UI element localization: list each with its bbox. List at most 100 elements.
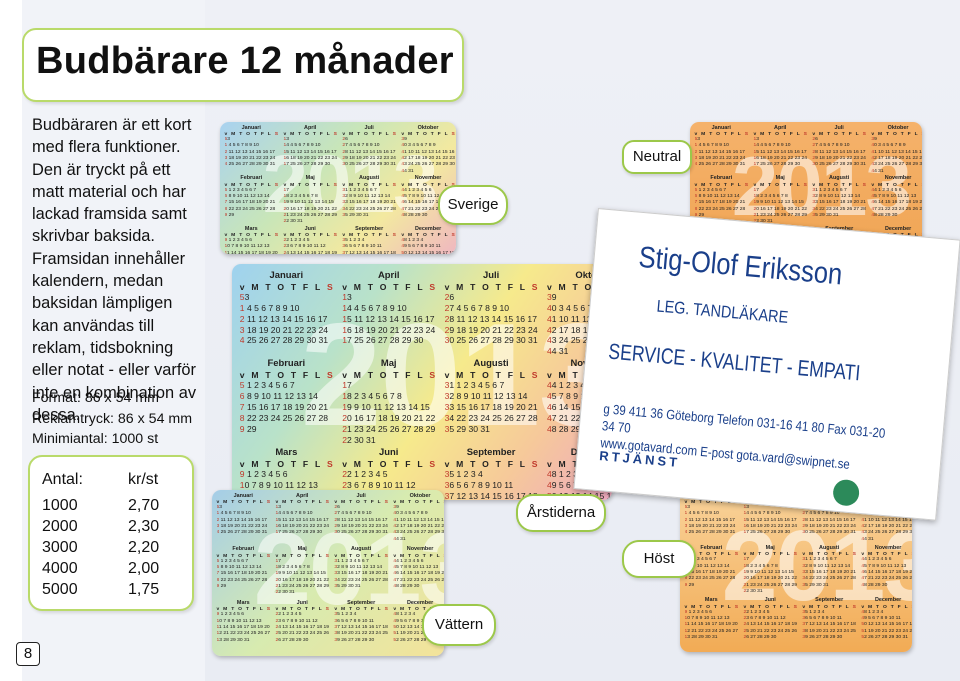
weekday-label: T xyxy=(416,182,420,188)
month-name: Augusti xyxy=(351,546,372,553)
weekday-label: S xyxy=(734,604,738,610)
weekday-label: S xyxy=(852,552,856,558)
week-row: 1 4 5 6 7 8 9 10 xyxy=(239,302,300,313)
weekday-label: v xyxy=(275,500,279,506)
weekday-label: O xyxy=(246,132,250,138)
weekday-label: F xyxy=(319,182,323,188)
week-row: 18 2 3 4 5 6 7 8 xyxy=(275,564,310,570)
week-row: 42 17 18 19 20 21 22 23 xyxy=(546,324,612,335)
weekday-label: v xyxy=(743,604,747,610)
weekday-label: F xyxy=(720,552,724,558)
week-row: 41 10 11 12 13 14 15 16 xyxy=(861,517,912,523)
month-name: April xyxy=(774,124,787,131)
week-row: 9 1 2 3 4 5 6 xyxy=(216,612,244,618)
week-row: 24 13 14 15 16 17 18 19 xyxy=(283,250,337,254)
weekday-label: T xyxy=(831,552,835,558)
quantity-header: Antal: xyxy=(42,471,83,488)
weekday-label: T xyxy=(699,604,703,610)
weekday-label: M xyxy=(349,182,354,188)
week-row: 8 22 23 24 25 26 27 28 xyxy=(224,206,276,212)
weekday-label: L xyxy=(444,233,448,239)
weekday-label: O xyxy=(364,132,368,138)
label-vattern: Vättern xyxy=(422,604,496,646)
weekday-label: F xyxy=(897,604,901,610)
weekday-label: M xyxy=(877,132,883,138)
weekday-label: T xyxy=(408,500,412,506)
week-row: 20 16 17 18 19 20 21 22 xyxy=(753,206,807,212)
intro-text: Budbäraren är ett kort med flera funktio… xyxy=(32,116,197,424)
weekday-label: F xyxy=(437,233,441,239)
weekday-label: M xyxy=(456,370,464,381)
week-row: 31 1 2 3 4 5 6 7 xyxy=(342,187,377,193)
week-row: 21 23 24 25 26 27 28 29 xyxy=(743,582,797,588)
weekday-label: O xyxy=(379,459,387,470)
weekday-label: L xyxy=(318,553,322,559)
weekday-label: v xyxy=(239,281,245,292)
week-row: 40 3 4 5 6 7 8 9 xyxy=(401,143,436,149)
ad-print-line: Reklamtryck: 86 x 54 mm xyxy=(32,410,193,427)
week-row: 3 18 19 20 21 22 23 24 xyxy=(216,524,268,530)
weekday-label: O xyxy=(238,553,242,559)
month-name: December xyxy=(874,597,902,604)
week-row: 16 18 19 20 21 22 23 24 xyxy=(753,156,807,162)
weekday-label: F xyxy=(838,552,842,558)
weekday-label: T xyxy=(470,281,476,292)
week-row: 23 6 7 8 9 10 11 12 xyxy=(342,480,416,491)
week-row: 42 17 18 19 20 21 22 23 xyxy=(861,524,912,530)
week-row: 28 11 12 13 14 15 16 17 xyxy=(812,149,866,155)
month-name: September xyxy=(466,446,516,458)
label-host: Höst xyxy=(622,540,696,578)
week-row: 44 1 2 3 4 5 6 xyxy=(546,380,600,391)
weekday-label: F xyxy=(507,281,513,292)
week-row: 1 4 5 6 7 8 9 10 xyxy=(694,143,729,149)
weekday-label: L xyxy=(914,182,918,188)
weekday-label: M xyxy=(231,132,236,138)
month-name: Mars xyxy=(236,599,250,606)
month-name: September xyxy=(355,225,384,232)
weekday-label: T xyxy=(817,604,821,610)
weekday-label: T xyxy=(495,281,501,292)
week-row: 17 xyxy=(743,557,749,563)
weekday-label: T xyxy=(290,500,294,506)
weekday-label: F xyxy=(897,552,901,558)
week-row: 22 1 2 3 4 5 xyxy=(283,238,310,244)
weekday-label: T xyxy=(709,182,713,188)
week-row: 21 23 24 25 26 27 28 29 xyxy=(342,424,436,435)
weekday-label: O xyxy=(834,132,838,138)
week-row: 36 5 6 7 8 9 10 11 xyxy=(334,618,374,624)
month-name: Mars xyxy=(704,597,718,604)
week-row: 4 25 26 27 28 29 30 31 xyxy=(216,530,268,536)
weekday-label: T xyxy=(900,182,904,188)
weekday-label: T xyxy=(312,233,316,239)
weekday-label: O xyxy=(297,607,301,613)
month-name: April xyxy=(304,124,317,131)
card-role: LEG. TANDLÄKARE xyxy=(655,296,789,327)
week-row: 3 18 19 20 21 22 23 24 xyxy=(224,156,276,162)
weekday-label: v xyxy=(694,132,698,138)
weekday-label: S xyxy=(333,182,337,188)
week-row: 17 25 26 27 28 29 30 xyxy=(342,335,424,346)
week-row: 3 18 19 20 21 22 23 24 xyxy=(684,524,736,530)
weekday-label: F xyxy=(405,370,411,381)
weekday-label: T xyxy=(245,607,249,613)
weekday-label: T xyxy=(876,604,880,610)
weekday-label: O xyxy=(277,370,285,381)
weekday-label: S xyxy=(392,132,396,138)
week-row: 48 1 2 3 4 xyxy=(401,238,424,244)
month-name: Februari xyxy=(232,546,255,553)
